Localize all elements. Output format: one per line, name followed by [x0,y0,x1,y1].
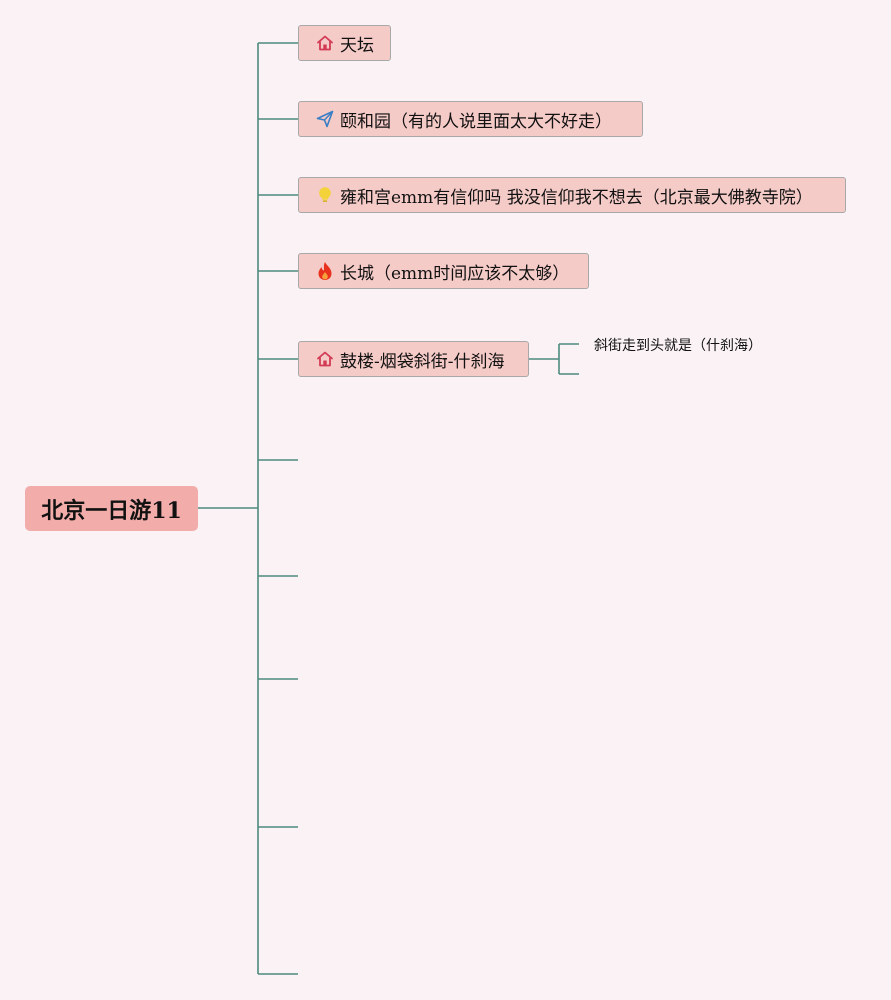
topic-yonghegong[interactable]: 雍和宫emm有信仰吗 我没信仰我不想去（北京最大佛教寺院） [298,177,846,213]
topic-label: 雍和宫emm有信仰吗 我没信仰我不想去（北京最大佛教寺院） [340,187,813,208]
house-icon [315,33,335,53]
topic-gulou[interactable]: 鼓楼-烟袋斜街-什刹海 [298,341,529,377]
subtopic-label: 斜街走到头就是（什刹海） [594,338,762,354]
fire-icon [315,261,335,281]
topic-changcheng[interactable]: 长城（emm时间应该不太够） [298,253,589,289]
topic-yiheyuan[interactable]: 颐和园（有的人说里面太大不好走） [298,101,643,137]
house-icon [315,349,335,369]
topic-tiantan[interactable]: 天坛 [298,25,391,61]
topic-label: 颐和园（有的人说里面太大不好走） [340,111,612,132]
topic-label: 鼓楼-烟袋斜街-什刹海 [340,351,505,372]
lightbulb-icon [315,185,335,205]
topic-label: 长城（emm时间应该不太够） [340,263,570,284]
root-topic[interactable]: 北京一日游11 [25,486,198,531]
topic-label: 天坛 [340,35,374,56]
paper-plane-icon [315,109,335,129]
root-topic-label: 北京一日游11 [41,497,182,524]
subtopic-xiejie[interactable]: 斜街走到头就是（什刹海） [594,335,762,355]
